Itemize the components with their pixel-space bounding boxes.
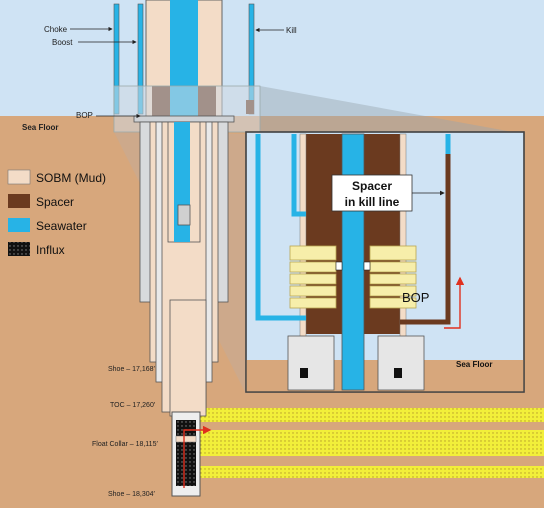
depth-toc: TOC – 17,260′ (110, 402, 156, 409)
spacer-callout-line1: Spacer (352, 179, 392, 193)
legend-swatch-seawater (8, 218, 30, 232)
seawater-background (0, 0, 544, 116)
legend-label-spacer: Spacer (36, 195, 74, 209)
depth-float-collar: Float Collar – 18,115′ (92, 441, 158, 448)
label-sea-floor: Sea Floor (22, 123, 58, 132)
legend: SOBM (Mud) Spacer Seawater Influx (7, 169, 106, 257)
inset-label-sea-floor: Sea Floor (456, 360, 492, 369)
flow-arrow-red (183, 425, 212, 488)
label-bop: BOP (76, 111, 93, 120)
spacer-callout-box (331, 174, 413, 212)
formation-layer-top (198, 408, 544, 422)
inset-flow-arrow (444, 276, 465, 329)
legend-swatch-sobm (7, 169, 31, 185)
legend-label-sobm: SOBM (Mud) (36, 171, 106, 185)
label-boost: Boost (52, 38, 73, 47)
inset-zoom: Spacer in kill line BOP Sea Floor (245, 131, 525, 393)
legend-label-influx: Influx (36, 243, 65, 257)
legend-label-seawater: Seawater (36, 219, 87, 233)
label-choke: Choke (44, 25, 68, 34)
depth-shoe-1: Shoe – 17,168′ (108, 366, 156, 373)
formation-layer-bottom (198, 466, 544, 478)
formation-layer-mid (198, 430, 544, 456)
label-kill: Kill (286, 26, 297, 35)
legend-swatch-influx (8, 242, 30, 256)
legend-swatch-spacer (8, 194, 30, 208)
depth-shoe-2: Shoe – 18,304′ (108, 491, 156, 498)
inset-bop-stack (287, 245, 425, 391)
inset-label-bop: BOP (402, 290, 429, 305)
casing-strings (133, 115, 235, 497)
spacer-callout-line2: in kill line (345, 195, 400, 209)
